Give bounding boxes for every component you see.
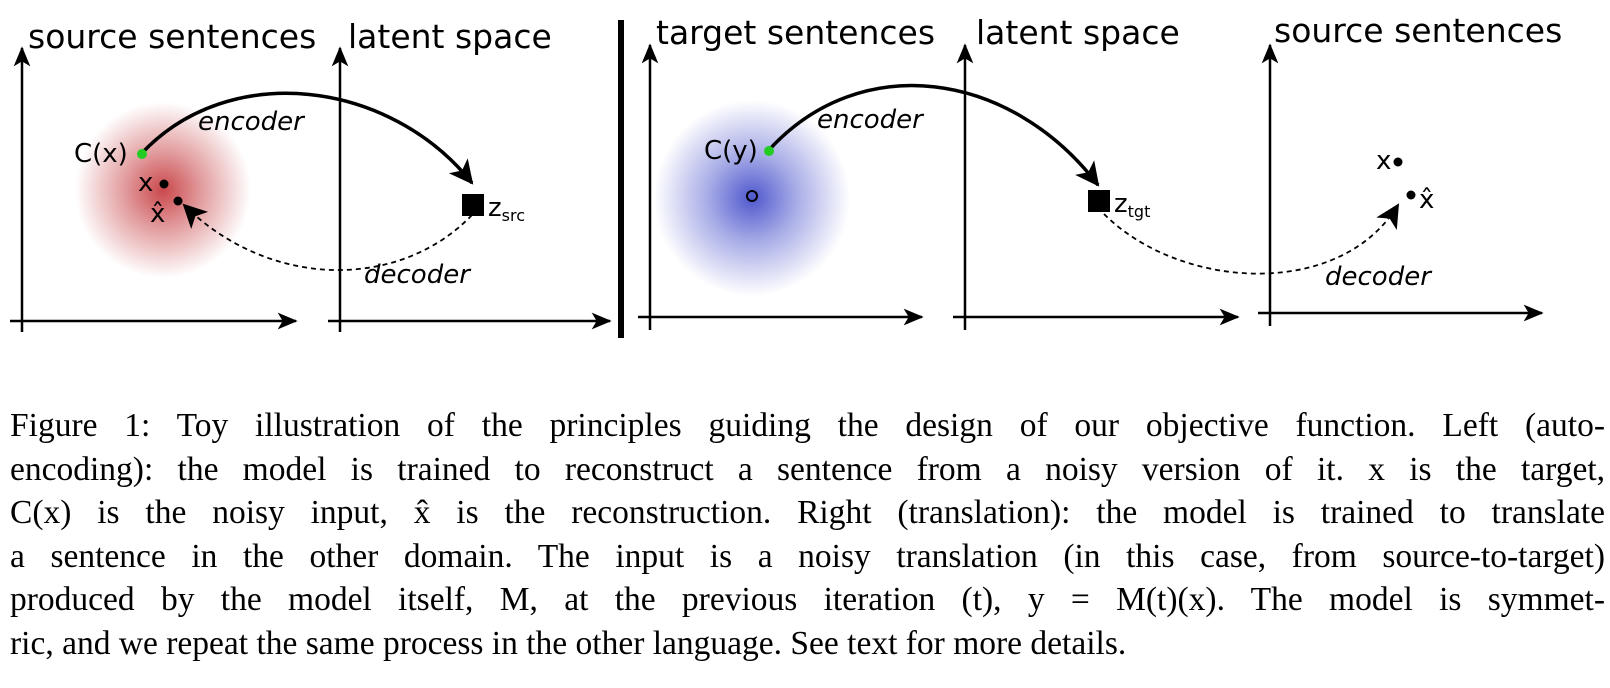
caption-line-1: Figure 1: Toy illustration of the princi… xyxy=(10,407,1605,444)
source-origin-point-right xyxy=(746,190,758,202)
caption-line-4: a sentence in the other domain. The inpu… xyxy=(10,537,1605,575)
target-point-left xyxy=(159,179,169,189)
latent-axis-title-left: latent space xyxy=(348,17,552,56)
noisy-input-label-left: C(x) xyxy=(74,139,128,169)
latent-code-symbol-left: z xyxy=(488,193,502,223)
right-panel: target sentences latent space source sen… xyxy=(638,11,1562,330)
encoder-label-left: encoder xyxy=(198,107,306,137)
latent-code-subscript-left: src xyxy=(502,206,525,225)
encoder-label-right: encoder xyxy=(817,105,925,135)
latent-code-label-left: zsrc xyxy=(488,193,525,225)
target-axis-title-right: target sentences xyxy=(656,13,935,52)
decoder-arrow-left xyxy=(182,203,473,271)
target-point-right xyxy=(1393,157,1403,167)
target-label-left: x xyxy=(138,168,153,198)
figure-caption: Figure 1: Toy illustration of the princi… xyxy=(10,404,1605,665)
source-axis-title-right: source sentences xyxy=(1274,11,1562,50)
encoder-arrow-left xyxy=(140,91,474,185)
latent-code-left xyxy=(462,194,484,216)
noisy-input-point-left xyxy=(137,149,147,159)
reconstruction-label-right: x̂ xyxy=(1419,185,1434,215)
latent-code-right xyxy=(1088,190,1110,212)
latent-code-symbol-right: z xyxy=(1114,189,1128,219)
encoder-arrow-right xyxy=(767,83,1100,187)
decoder-arrow-right xyxy=(1103,203,1400,275)
noisy-input-label-right: C(y) xyxy=(704,136,758,166)
caption-line-6: ric, and we repeat the same process in t… xyxy=(10,624,1127,662)
reconstruction-point-left xyxy=(173,196,183,206)
latent-code-subscript-right: tgt xyxy=(1128,202,1151,221)
decoder-label-left: decoder xyxy=(364,260,472,290)
reconstruction-label-left: x̂ xyxy=(150,199,165,229)
reconstruction-point-right xyxy=(1406,190,1416,200)
noise-blob-right xyxy=(654,100,850,296)
caption-line-2: encoding): the model is trained to recon… xyxy=(10,450,1605,488)
decoder-label-right: decoder xyxy=(1325,262,1433,292)
noisy-input-point-right xyxy=(764,146,774,156)
latent-axis-title-right: latent space xyxy=(976,13,1180,52)
target-label-right: x xyxy=(1376,146,1391,176)
source-axis-title-left: source sentences xyxy=(28,17,316,56)
caption-line-3: C(x) is the noisy input, x̂ is the recon… xyxy=(10,494,1605,531)
caption-line-5: produced by the model itself, M, at the … xyxy=(10,581,1605,618)
left-panel: source sentences latent space encoder de… xyxy=(10,17,612,332)
latent-code-label-right: ztgt xyxy=(1114,189,1150,221)
figure-diagram: source sentences latent space encoder de… xyxy=(10,11,1562,338)
noise-blob-left xyxy=(75,102,251,278)
